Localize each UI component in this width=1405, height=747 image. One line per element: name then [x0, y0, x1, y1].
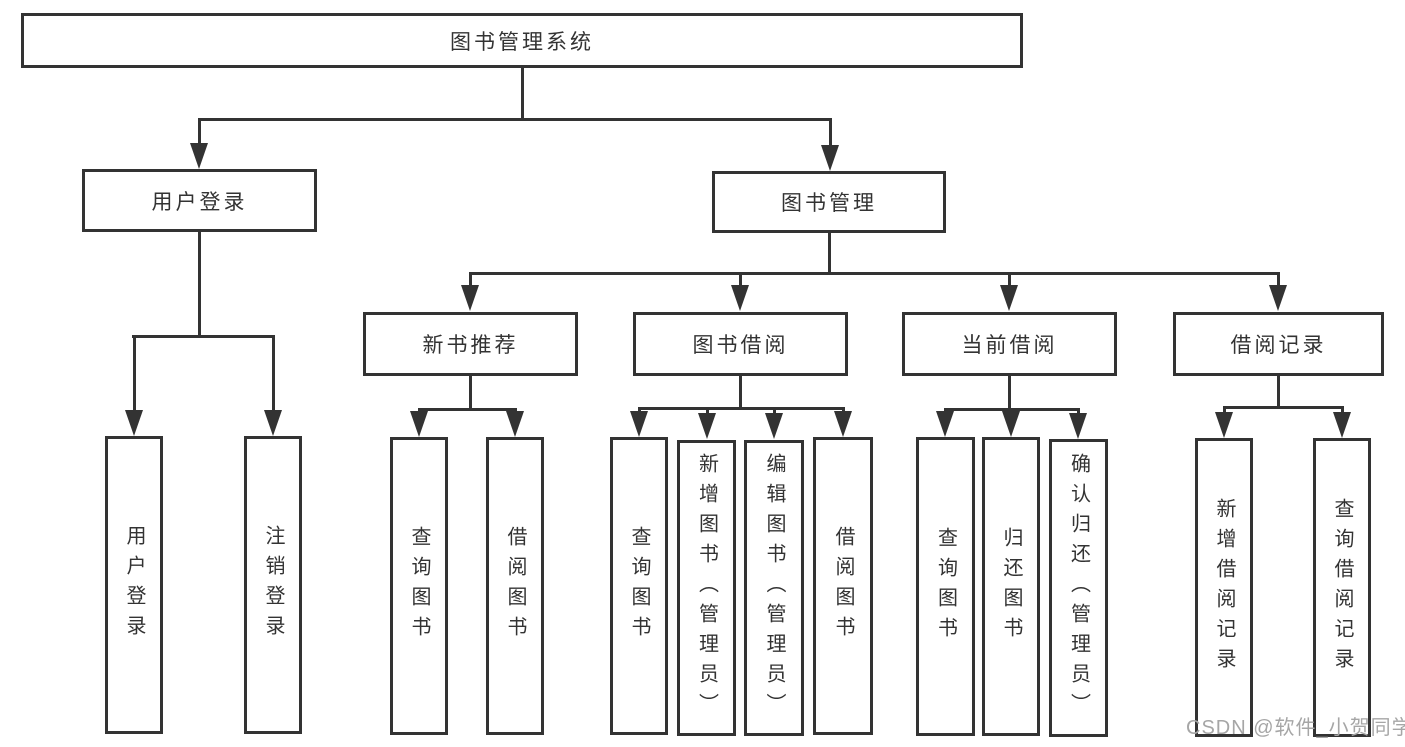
leaf-query-books-borrowing: 查询图书: [610, 437, 668, 735]
connector-line: [133, 335, 136, 415]
node-root: 图书管理系统: [21, 13, 1023, 68]
arrowhead-icon: [698, 413, 716, 439]
connector-line: [739, 272, 742, 290]
arrowhead-icon: [1215, 412, 1233, 438]
leaf-logout: 注销登录: [244, 436, 302, 734]
leaf-add-book-admin: 新增图书（管理员）: [677, 440, 736, 736]
node-new-book-recommend: 新书推荐: [363, 312, 578, 376]
arrowhead-icon: [1002, 411, 1020, 437]
connector-line: [829, 118, 832, 152]
connector-line: [1008, 272, 1011, 290]
node-current-borrowing: 当前借阅: [902, 312, 1117, 376]
connector-line: [1008, 376, 1011, 408]
node-book-management: 图书管理: [712, 171, 946, 233]
connector-line: [418, 408, 516, 411]
arrowhead-icon: [506, 411, 524, 437]
arrowhead-icon: [1269, 285, 1287, 311]
connector-line: [1277, 272, 1280, 290]
node-user-login: 用户登录: [82, 169, 317, 232]
arrowhead-icon: [1333, 412, 1351, 438]
connector-line: [469, 376, 472, 408]
arrowhead-icon: [731, 285, 749, 311]
connector-line: [521, 68, 524, 118]
leaf-return-books: 归还图书: [982, 437, 1040, 736]
connector-line: [198, 118, 832, 121]
arrowhead-icon: [834, 411, 852, 437]
connector-line: [272, 335, 275, 415]
connector-line: [198, 118, 201, 150]
leaf-edit-book-admin: 编辑图书（管理员）: [744, 440, 804, 736]
node-borrowing-records: 借阅记录: [1173, 312, 1384, 376]
arrowhead-icon: [264, 410, 282, 436]
leaf-borrow-books-borrowing: 借阅图书: [813, 437, 873, 735]
leaf-query-borrow-record: 查询借阅记录: [1313, 438, 1371, 737]
arrowhead-icon: [1000, 285, 1018, 311]
leaf-query-books-current: 查询图书: [916, 437, 975, 736]
connector-line: [1277, 376, 1280, 406]
connector-line: [469, 272, 1280, 275]
arrowhead-icon: [765, 413, 783, 439]
leaf-confirm-return-admin: 确认归还（管理员）: [1049, 439, 1108, 737]
connector-line: [828, 233, 831, 274]
arrowhead-icon: [821, 145, 839, 171]
arrowhead-icon: [125, 410, 143, 436]
connector-line: [706, 407, 709, 417]
connector-line: [198, 231, 201, 336]
arrowhead-icon: [410, 411, 428, 437]
leaf-query-books-recommend: 查询图书: [390, 437, 448, 735]
leaf-add-borrow-record: 新增借阅记录: [1195, 438, 1253, 737]
watermark: CSDN @软件_小贺同学: [1186, 717, 1405, 739]
connector-line: [469, 272, 472, 290]
node-book-borrowing: 图书借阅: [633, 312, 848, 376]
connector-line: [1223, 406, 1343, 409]
leaf-user-login: 用户登录: [105, 436, 163, 734]
arrowhead-icon: [1069, 413, 1087, 439]
arrowhead-icon: [190, 143, 208, 169]
connector-line: [739, 376, 742, 407]
connector-line: [773, 407, 776, 417]
arrowhead-icon: [936, 411, 954, 437]
leaf-borrow-books-recommend: 借阅图书: [486, 437, 544, 735]
connector-line: [132, 335, 274, 338]
arrowhead-icon: [461, 285, 479, 311]
arrowhead-icon: [630, 411, 648, 437]
connector-line: [638, 407, 844, 410]
